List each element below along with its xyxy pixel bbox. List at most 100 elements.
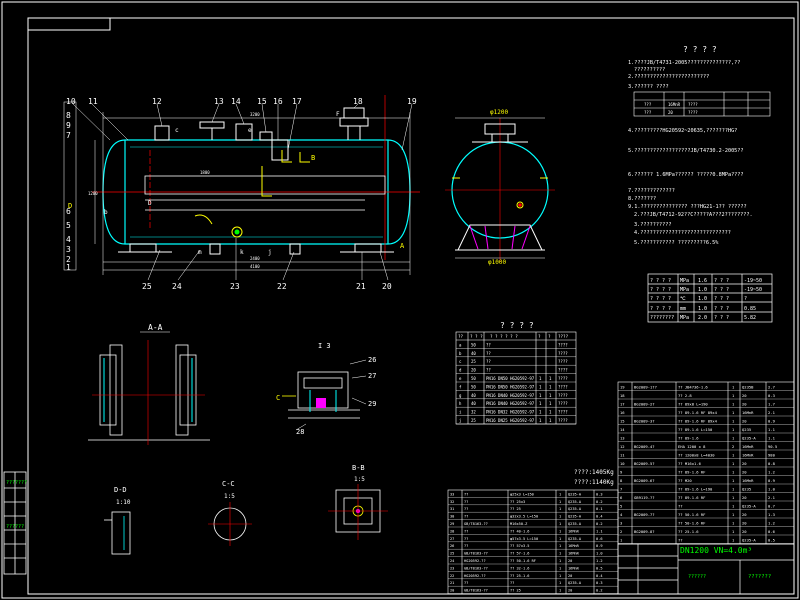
view-d-d-title: D-D <box>114 486 127 494</box>
nozzle-table-cell: 50 <box>471 384 476 389</box>
bom-lower-cell: 1 <box>559 507 561 511</box>
nozzle-table-cell: ???? <box>558 401 568 406</box>
bom-lower-cell: Q235-A <box>568 581 582 585</box>
nozzle-table-cell: c <box>459 359 462 364</box>
bom-lower-cell: 33 <box>450 492 454 496</box>
nozzle-table-cell: 32 <box>471 410 476 415</box>
bom-cell: 1 <box>732 504 735 509</box>
bom-lower-cell: ?? <box>464 515 468 519</box>
bom-cell: 0.6 <box>768 529 776 534</box>
bom-cell: Q235-A <box>742 538 756 543</box>
bom-cell: 1 <box>732 487 735 492</box>
title-block-drawing-no: ?????? <box>688 574 706 580</box>
bom-lower-cell: ?? 25x3 <box>510 500 525 504</box>
nozzle-table-cell: PN16 DN25 HG20592-97 <box>486 418 535 423</box>
bom-lower-cell: 21 <box>450 581 454 585</box>
bom-cell: ?? 89-1.6 L=190 <box>678 487 713 492</box>
bom-cell: 19 <box>620 385 625 390</box>
callout-15: 15 <box>257 97 267 106</box>
weights: ????:1405Kg ????:1140Kg <box>574 469 614 486</box>
bom-cell: 10 <box>620 461 625 466</box>
mat-table-cell-4: ??? <box>644 110 652 115</box>
weight-line-2: ????:1140Kg <box>574 479 614 486</box>
bom-cell: 1.2 <box>768 470 775 475</box>
tech-notes-title: ? ? ? ? <box>683 45 717 54</box>
bom-lower-cell: ?? <box>464 507 468 511</box>
design-row-1-name: ? ? ? ? <box>650 278 671 284</box>
bom-cell: Q235-A <box>742 504 756 509</box>
tech-note-line-4: 3.?????? ???? <box>628 84 669 90</box>
bom-cell: 1 <box>732 393 735 398</box>
nozzle-table-cell: PN16 DN50 HG20592-97 <box>486 384 535 389</box>
bom-lower-cell: 1 <box>559 522 561 526</box>
bom-cell: 2.7 <box>768 385 775 390</box>
nozzle-table-cell: ???? <box>558 393 568 398</box>
tech-note-line-6: 5.??????????????????JB/T4730.2-2005?? <box>628 148 744 154</box>
nozzle-table-cell: 1 <box>549 393 552 398</box>
view-d-d: D-D 1:10 <box>104 486 131 555</box>
bom-cell: BG2009-4? <box>634 444 655 449</box>
view-b-b-title: B-B <box>352 464 365 472</box>
bom-cell: Q235-A <box>742 436 756 441</box>
bom-lower-cell: GB/T8163-?? <box>464 552 488 556</box>
nozzle-mark-d: D <box>148 200 152 207</box>
bom-lower-cell: Q235-A <box>568 537 582 541</box>
bom-lower-cell: 1 <box>559 492 561 496</box>
nozzle-table-cell: 20 <box>471 368 476 373</box>
nozzle-head-1: ?? <box>458 334 464 339</box>
bom-cell: 14 <box>620 427 625 432</box>
bom-lower-cell: ?? 32-1.6 <box>510 566 529 570</box>
nozzle-mark-e: e <box>248 127 252 134</box>
bom-cell: 13 <box>620 436 625 441</box>
bom-lower-cell: 31 <box>450 507 454 511</box>
bom-cell: 1 <box>732 470 735 475</box>
design-row-4-value: 1.0 <box>698 306 707 312</box>
bom-cell: 20 <box>742 461 747 466</box>
nozzle-table-cell: ???? <box>558 376 568 381</box>
callout-8: 8 <box>66 111 71 120</box>
bom-lower-cell: 16MnR <box>568 544 580 548</box>
nozzle-table-cell: g <box>459 393 462 398</box>
nozzle-table-cell: ?? <box>486 351 491 356</box>
bom-lower-cell: 0.3 <box>596 581 603 585</box>
bom-cell: 12 <box>620 444 625 449</box>
bom-cell: ?? 89-1.6 RF 89x4 <box>678 410 718 415</box>
callout-16: 16 <box>273 97 283 106</box>
nozzle-table-cell: 1 <box>539 401 542 406</box>
bom-lower-cell: 26 <box>450 544 454 548</box>
view-c-c-title: C-C <box>222 480 235 488</box>
bom-cell: 16MnR <box>742 444 754 449</box>
bom-cell: 1 <box>732 427 735 432</box>
callout-2: 2 <box>66 255 71 264</box>
bom-lower-cell: 22 <box>450 574 454 578</box>
bom-cell: 16MnR <box>742 478 754 483</box>
bom-lower-cell: 1 <box>559 574 561 578</box>
design-row-1-value: 1.6 <box>698 278 707 284</box>
nozzle-table-cell: ???? <box>558 359 568 364</box>
nozzle-table-cell: 25 <box>471 418 476 423</box>
bom-lower-cell: 1.0 <box>596 552 603 556</box>
design-row-2-name2: ? ? ? <box>714 287 729 293</box>
bom-lower-cell: ?? <box>464 529 468 533</box>
design-row-3-name2: ? ? ? <box>714 296 729 302</box>
mat-table-cell-6: ???? <box>688 110 698 115</box>
bom-cell: 16MnR <box>742 410 754 415</box>
nozzle-table-cell: ?? <box>486 342 491 347</box>
side-view-top-label: φ1200 <box>490 109 508 116</box>
mat-table-cell-5: 20 <box>668 110 673 115</box>
bom-lower-cell: ?? 25 <box>510 589 521 593</box>
bom-lower-cell: 20 <box>568 559 572 563</box>
bom-cell: ?? 89-1.6 L=150 <box>678 427 713 432</box>
nozzle-head-3: ? ? ? ? ? ? <box>490 334 518 339</box>
bom-lower-cell: Q235-A <box>568 522 582 526</box>
tech-notes: ? ? ? ? 1.????JB/T4731-2005?????????????… <box>628 45 771 246</box>
nozzle-table-cell: ???? <box>558 351 568 356</box>
bom-lower-cell: 1 <box>559 537 561 541</box>
mat-table-cell-1: ??? <box>644 102 652 107</box>
nozzle-table-cell: ???? <box>558 342 568 347</box>
bom-cell: 0.3 <box>768 393 775 398</box>
callout-7: 7 <box>66 131 71 140</box>
